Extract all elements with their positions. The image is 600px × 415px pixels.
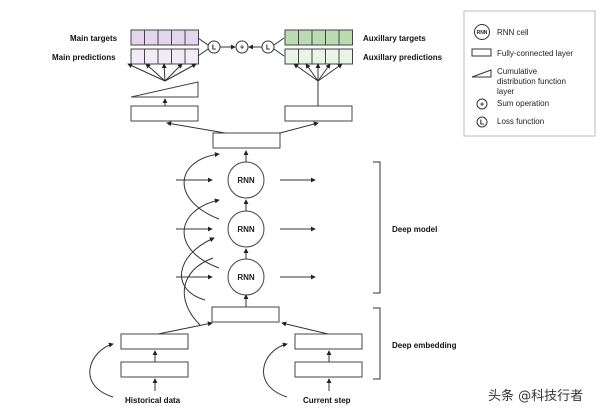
legend-loss-function: Loss function bbox=[497, 117, 544, 126]
cell bbox=[311, 48, 326, 65]
connector bbox=[273, 37, 285, 46]
skip-connection-arrow bbox=[183, 257, 214, 326]
cell bbox=[311, 29, 326, 46]
connector bbox=[273, 48, 285, 57]
sum-operation-icon: + bbox=[480, 102, 484, 109]
deep-embedding-label: Deep embedding bbox=[392, 341, 457, 350]
historical-fc-layer-2 bbox=[120, 333, 189, 350]
legend-cdf-line2: distribution function bbox=[497, 77, 566, 86]
rnn-cell-icon: RNN bbox=[477, 30, 488, 36]
cell bbox=[284, 29, 299, 46]
aux-targets-label: Auxillary targets bbox=[363, 34, 426, 43]
deep-model-bracket bbox=[373, 161, 381, 294]
sum-op: + bbox=[235, 40, 249, 54]
historical-data-label: Historical data bbox=[125, 396, 181, 405]
legend-cdf-line1: Cumulative bbox=[497, 67, 538, 76]
rnn-cell-label: RNN bbox=[237, 176, 255, 185]
legend-fc-layer: Fully-connected layer bbox=[497, 49, 573, 58]
connector bbox=[197, 48, 209, 57]
cdf-layer bbox=[130, 81, 199, 98]
legend: RNN RNN cell Fully-connected layer Cumul… bbox=[463, 10, 596, 137]
cell bbox=[130, 48, 145, 65]
current-fc-layer-2 bbox=[294, 333, 363, 350]
cell bbox=[338, 48, 353, 65]
aux-fc-layer bbox=[284, 105, 353, 122]
shared-fc-layer bbox=[212, 132, 281, 149]
cell bbox=[130, 29, 145, 46]
aux-targets-row bbox=[284, 29, 353, 46]
recurrent-arrow bbox=[89, 342, 114, 398]
current-fc-layer-1 bbox=[294, 361, 363, 378]
sum-icon: + bbox=[240, 45, 244, 52]
main-loss-op: L bbox=[207, 40, 221, 54]
loss-function-icon: L bbox=[480, 120, 485, 127]
cell bbox=[338, 29, 353, 46]
connector bbox=[197, 37, 209, 46]
main-targets-label: Main targets bbox=[70, 34, 118, 43]
cell bbox=[325, 29, 340, 46]
historical-fc-layer-1 bbox=[120, 361, 189, 378]
cell bbox=[157, 48, 172, 65]
cell bbox=[171, 29, 186, 46]
current-step-label: Current step bbox=[303, 396, 351, 405]
rnn-cell-label: RNN bbox=[237, 225, 255, 234]
aux-loss-op: L bbox=[261, 40, 275, 54]
cell bbox=[144, 48, 159, 65]
legend-sum-operation: Sum operation bbox=[497, 99, 549, 108]
loss-function-icon: L bbox=[212, 45, 217, 52]
arrow bbox=[157, 321, 213, 335]
arrow bbox=[279, 121, 319, 134]
main-fc-layer bbox=[130, 105, 199, 122]
rnn-cell: RNN bbox=[176, 150, 316, 199]
main-fan-arrows bbox=[127, 63, 197, 82]
embedding-fc-layer bbox=[211, 306, 280, 323]
cell bbox=[325, 48, 340, 65]
recurrent-arrow bbox=[263, 342, 288, 398]
deep-embedding-bracket bbox=[373, 307, 381, 380]
aux-predictions-label: Auxillary predictions bbox=[363, 53, 443, 62]
main-targets-row bbox=[130, 29, 199, 46]
arrow bbox=[281, 321, 329, 335]
cell bbox=[171, 48, 186, 65]
rnn-cell-label: RNN bbox=[237, 273, 255, 282]
legend-rnn-cell: RNN cell bbox=[497, 28, 529, 37]
rnn-stack: RNN RNN RNN bbox=[176, 150, 316, 296]
cell bbox=[184, 29, 199, 46]
cell bbox=[284, 48, 299, 65]
aux-predictions-row bbox=[284, 48, 353, 65]
deep-model-label: Deep model bbox=[392, 225, 437, 234]
main-predictions-row bbox=[130, 48, 199, 65]
skip-connection-arrow bbox=[181, 237, 215, 301]
arrow bbox=[166, 121, 226, 134]
main-predictions-label: Main predictions bbox=[52, 53, 116, 62]
aux-fan-arrows bbox=[293, 63, 343, 82]
cell bbox=[184, 48, 199, 65]
cdf-layer-icon bbox=[471, 69, 492, 78]
cell bbox=[157, 29, 172, 46]
legend-cdf-line3: layer bbox=[497, 87, 515, 96]
skip-connection-arrow bbox=[183, 152, 220, 220]
cell bbox=[298, 48, 313, 65]
rnn-cell: RNN bbox=[176, 199, 316, 248]
fully-connected-layer-icon bbox=[471, 48, 492, 57]
cell bbox=[144, 29, 159, 46]
loss-function-icon: L bbox=[266, 45, 271, 52]
cell bbox=[298, 29, 313, 46]
watermark: 头条 @科技行者 bbox=[488, 388, 583, 404]
